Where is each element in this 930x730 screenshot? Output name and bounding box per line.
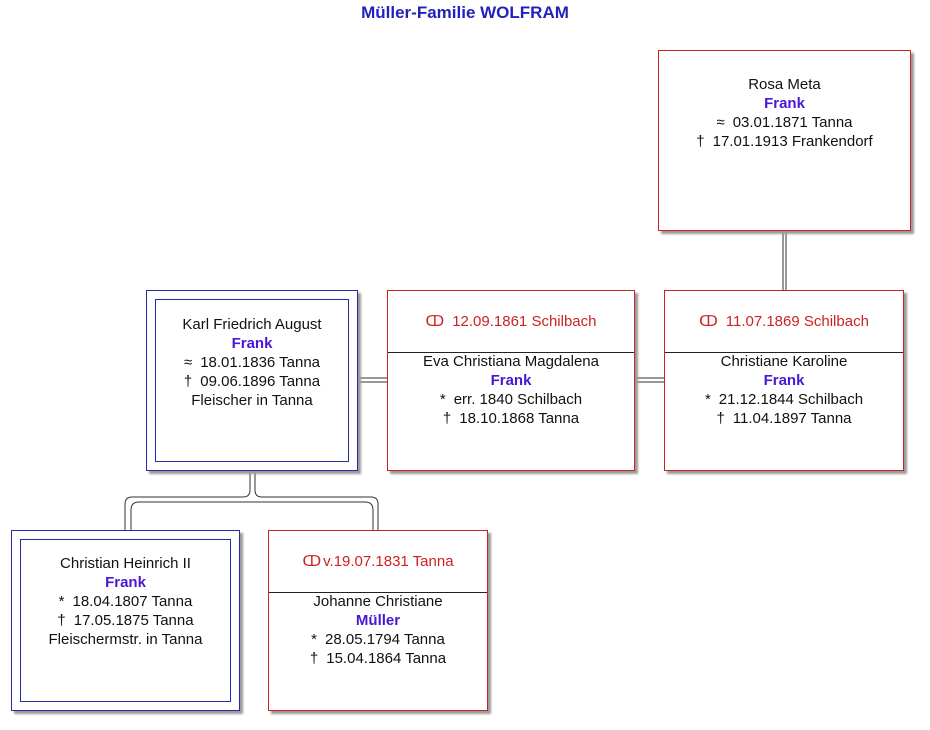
- death-date: 18.10.1868 Tanna: [459, 410, 580, 427]
- death-date: 17.05.1875 Tanna: [73, 612, 194, 629]
- person-box-rosa-meta[interactable]: Rosa Meta Frank ≈03.01.1871 Tanna † 17.01…: [658, 50, 911, 231]
- death-date: 17.01.1913 Frankendorf: [712, 133, 873, 150]
- birth-date: err. 1840 Schilbach: [453, 391, 583, 408]
- marriage-rings-icon: ↀ: [425, 313, 445, 330]
- birth-date: 21.12.1844 Schilbach: [718, 391, 864, 408]
- marriage-date: 12.09.1861 Schilbach: [452, 313, 597, 330]
- death-symbol: †: [183, 373, 193, 390]
- death-date: 15.04.1864 Tanna: [326, 650, 447, 667]
- chart-title: Müller-Familie WOLFRAM: [361, 3, 569, 22]
- death-symbol: †: [696, 133, 705, 150]
- marriage-date: v.19.07.1831 Tanna: [323, 553, 454, 570]
- given-name: Christiane Karoline: [720, 353, 848, 370]
- birth-symbol: *: [704, 391, 711, 408]
- inner-frame: [155, 299, 349, 462]
- given-name: Christian Heinrich II: [60, 555, 191, 572]
- marriage-rings-icon: ↀ: [302, 553, 322, 570]
- given-name: Karl Friedrich August: [182, 316, 322, 333]
- marriage-header: ↀ 11.07.1869 Schilbach: [665, 291, 903, 353]
- surname: Frank: [105, 574, 146, 591]
- death-symbol: †: [716, 410, 725, 427]
- inner-frame: [20, 539, 231, 702]
- person-box-eva-christiana-magdalena[interactable]: ↀ 12.09.1861 Schilbach Eva Christiana Mag…: [387, 290, 635, 471]
- person-box-karl-friedrich-august[interactable]: Karl Friedrich August Frank ≈18.01.1836 …: [146, 290, 358, 471]
- surname: Müller: [355, 612, 401, 629]
- birth-symbol: *: [311, 631, 317, 648]
- death-symbol: †: [309, 650, 319, 667]
- occupation: Fleischermstr. in Tanna: [48, 631, 203, 648]
- birth-date: 03.01.1871 Tanna: [732, 114, 853, 131]
- marriage-header: ↀ 12.09.1861 Schilbach: [388, 291, 634, 353]
- birth-symbol: *: [58, 593, 65, 610]
- marriage-date: 11.07.1869 Schilbach: [725, 313, 869, 330]
- marriage-rings-icon: ↀ: [699, 313, 718, 330]
- birth-date: 18.04.1807 Tanna: [72, 593, 193, 610]
- surname: Frank: [490, 372, 532, 389]
- death-symbol: †: [442, 410, 452, 427]
- given-name: Rosa Meta: [748, 76, 821, 93]
- baptism-symbol: ≈: [716, 114, 725, 131]
- baptism-symbol: ≈: [183, 354, 193, 371]
- occupation: Fleischer in Tanna: [191, 392, 313, 409]
- surname: Frank: [763, 372, 805, 389]
- birth-date: 28.05.1794 Tanna: [325, 631, 445, 648]
- surname: Frank: [764, 95, 805, 112]
- given-name: Eva Christiana Magdalena: [423, 353, 599, 370]
- death-date: 09.06.1896 Tanna: [200, 373, 321, 390]
- given-name: Johanne Christiane: [313, 593, 443, 610]
- surname: Frank: [231, 335, 273, 352]
- death-date: 11.04.1897 Tanna: [732, 410, 852, 427]
- birth-date: 18.01.1836 Tanna: [200, 354, 321, 371]
- person-box-christian-heinrich-ii[interactable]: Christian Heinrich II Frank * 18.04.1807 …: [11, 530, 240, 711]
- birth-symbol: *: [439, 391, 446, 408]
- death-symbol: †: [57, 612, 66, 629]
- person-box-christiane-karoline[interactable]: ↀ 11.07.1869 Schilbach Christiane Karolin…: [664, 290, 904, 471]
